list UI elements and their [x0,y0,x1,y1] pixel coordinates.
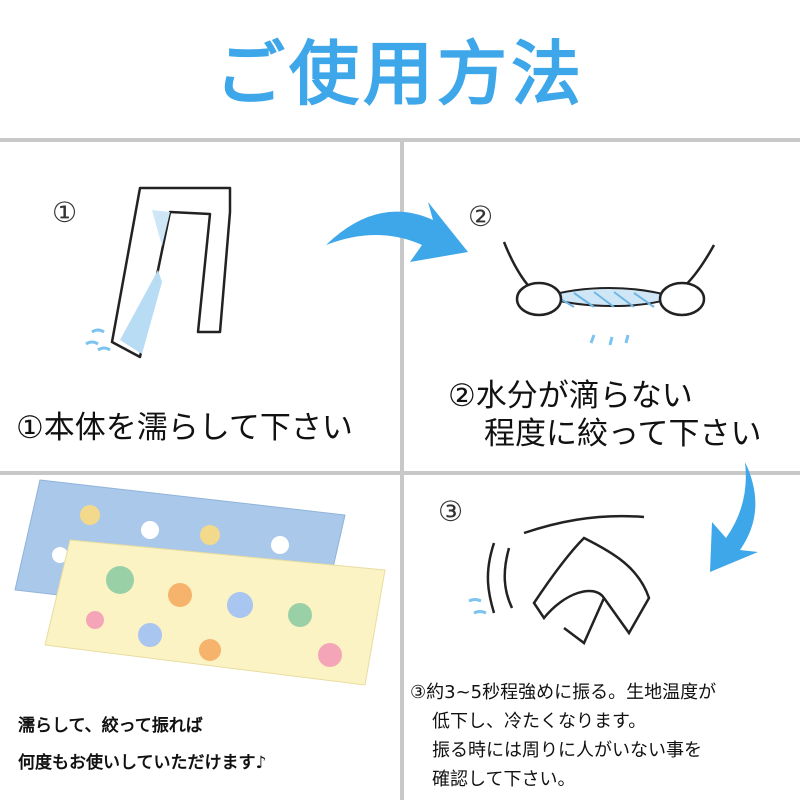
product-caption-line2: 何度もお使いしていただけます♪ [18,753,267,773]
wringing-towel-illustration [502,241,716,346]
step-2-caption-line1: ②水分が滴らない [448,378,693,414]
step-1-marker: ① [52,196,78,229]
product-caption-line1: 濡らして、絞って振れば [18,716,203,736]
arrow-right-icon [326,202,468,262]
arrow-down-icon [710,462,758,572]
step-3-caption-line4: 確認して下さい。 [432,769,576,790]
shaking-towel-illustration [468,514,651,645]
step-3-panel: ③ ③約3~5秒程強めに振る。生地温度が 低下し、冷たくなります。 振る時には周… [404,475,800,800]
product-panel: 濡らして、絞って振れば 何度もお使いしていただけます♪ [0,475,400,800]
step-2-panel: ② ②水分が滴らない 程度に絞って下さい [404,142,800,471]
step-3-caption-line3: 振る時には周りに人がいない事を [432,740,702,761]
step-1-panel: ① ①本体を濡らして下さい [0,142,400,471]
step-3-caption-line1: ③約3~5秒程強めに振る。生地温度が [410,682,717,703]
wet-towel-illustration [85,186,232,359]
step-2-caption-line2: 程度に絞って下さい [484,416,762,452]
step-3-caption-line2: 低下し、冷たくなります。 [432,711,647,732]
step-3-marker: ③ [438,495,464,528]
step-1-caption: ①本体を濡らして下さい [16,410,353,446]
towel-product-photo [14,479,386,686]
step-2-marker: ② [468,200,494,233]
page-title: ご使用方法 [215,33,585,115]
divider-vertical [400,138,404,800]
